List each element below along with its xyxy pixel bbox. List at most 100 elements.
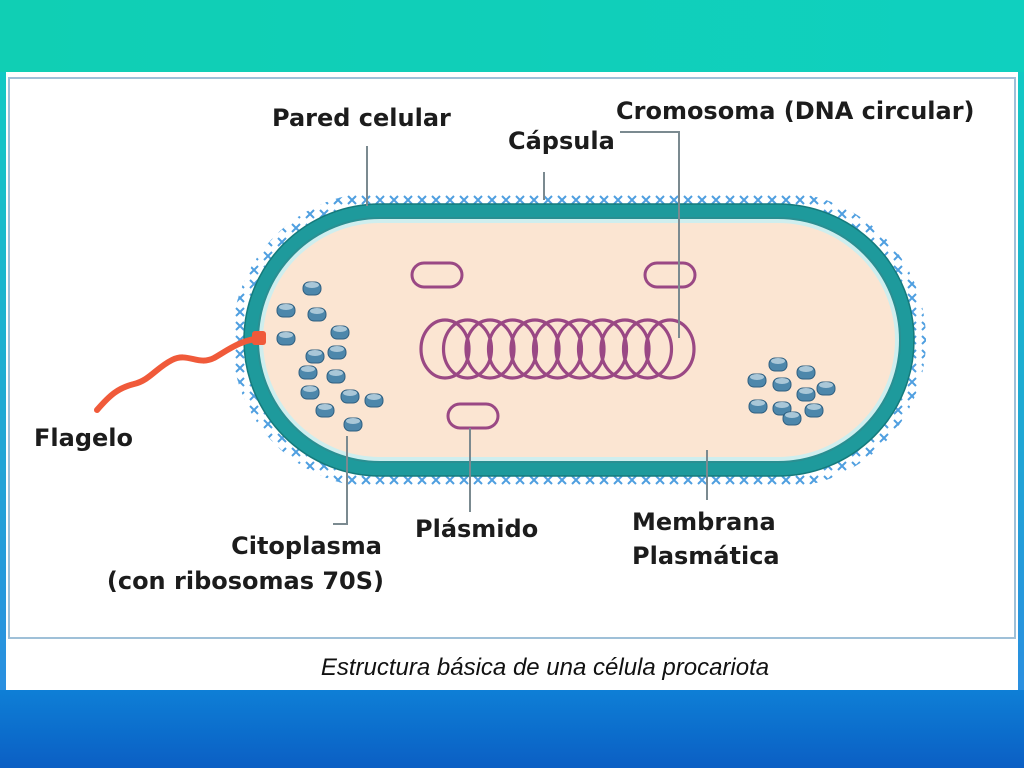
capsule-x-mark — [222, 182, 230, 190]
capsule-x-mark — [614, 182, 622, 190]
ribosome — [307, 307, 327, 322]
slide-footer-band — [0, 690, 1024, 768]
capsule-x-mark — [249, 461, 259, 471]
capsule-x-mark — [264, 490, 272, 498]
capsule-x-mark — [921, 279, 926, 289]
capsule-x-mark — [249, 433, 259, 443]
capsule-x-mark — [235, 279, 245, 289]
figure-caption: Estructura básica de una célula procario… — [320, 654, 770, 681]
capsule-x-mark — [417, 195, 427, 205]
capsule-x-mark — [222, 210, 230, 218]
capsule-x-mark — [249, 447, 259, 457]
capsule-x-mark — [502, 490, 510, 498]
capsule-x-mark — [893, 433, 903, 443]
capsule-x-mark — [795, 195, 805, 205]
capsule-x-mark — [222, 378, 230, 386]
capsule-x-mark — [558, 490, 566, 498]
capsule-x-mark — [249, 265, 259, 275]
capsule-x-mark — [712, 182, 720, 190]
capsule-x-mark — [683, 195, 693, 205]
capsule-x-mark — [642, 182, 650, 190]
capsule-x-mark — [249, 237, 259, 247]
capsule-x-mark — [222, 308, 230, 316]
ribosome — [305, 349, 325, 364]
capsule-x-mark — [921, 321, 926, 331]
capsule-x-mark — [305, 461, 315, 471]
capsule-x-mark — [278, 182, 286, 190]
capsule-x-mark — [263, 461, 273, 471]
capsule-x-mark — [235, 461, 245, 471]
capsule-x-mark — [796, 490, 804, 498]
capsule-x-mark — [418, 490, 426, 498]
capsule-x-mark — [740, 182, 748, 190]
capsule-x-mark — [740, 490, 748, 498]
capsule-x-mark — [852, 182, 860, 190]
capsule-x-mark — [865, 209, 875, 219]
capsule-x-mark — [235, 321, 245, 331]
capsule-x-mark — [641, 475, 651, 485]
capsule-x-mark — [628, 182, 636, 190]
capsule-x-mark — [754, 182, 762, 190]
capsule-x-mark — [459, 475, 469, 485]
leader-lines — [333, 131, 708, 525]
capsule-x-mark — [236, 490, 244, 498]
capsule-x-mark — [432, 182, 440, 190]
capsule-x-mark — [404, 182, 412, 190]
capsule-x-mark — [572, 490, 580, 498]
capsule-x-mark — [879, 209, 889, 219]
chromosome-coil — [486, 318, 539, 380]
capsule-x-mark — [264, 182, 272, 190]
capsule-x-mark — [922, 182, 930, 190]
capsule-x-mark — [922, 490, 930, 498]
capsule-x-mark — [921, 251, 926, 261]
capsule-x-mark — [516, 182, 524, 190]
capsule-x-mark — [865, 475, 875, 485]
capsule-x-mark — [488, 490, 496, 498]
capsule-x-mark — [502, 182, 510, 190]
chromosome-coil — [441, 318, 494, 380]
ribosome — [302, 281, 322, 296]
capsule-x-mark — [838, 182, 846, 190]
ribosome — [340, 389, 360, 404]
capsule-x-mark — [390, 182, 398, 190]
capsule-x-mark — [235, 433, 245, 443]
capsule-x-mark — [431, 195, 441, 205]
capsule-x-mark — [907, 433, 917, 443]
capsule-x-mark — [348, 490, 356, 498]
capsule-x-mark — [529, 195, 539, 205]
capsule-x-mark — [921, 223, 926, 233]
capsule-x-mark — [670, 490, 678, 498]
ribosome — [298, 365, 318, 380]
capsule-x-mark — [558, 182, 566, 190]
capsule-x-mark — [627, 195, 637, 205]
capsule-x-mark — [501, 475, 511, 485]
capsule-x-mark — [474, 182, 482, 190]
capsule-x-mark — [530, 182, 538, 190]
capsule-x-mark — [320, 182, 328, 190]
capsule-x-mark — [908, 182, 916, 190]
capsule-x-mark — [291, 195, 301, 205]
capsule-x-mark — [249, 405, 259, 415]
capsule-x-mark — [572, 182, 580, 190]
capsule-x-mark — [768, 490, 776, 498]
capsule-x-mark — [725, 475, 735, 485]
plasmid — [446, 402, 500, 430]
capsule-x-mark — [907, 405, 917, 415]
capsule-x-mark — [222, 448, 230, 456]
capsule-x-mark — [726, 490, 734, 498]
label-citoplasma: Citoplasma — [231, 532, 382, 560]
ribosome — [276, 303, 296, 318]
chromosome-coil — [554, 318, 606, 380]
capsule-x-mark — [824, 490, 832, 498]
capsule-x-mark — [782, 182, 790, 190]
capsule-x-mark — [641, 195, 651, 205]
capsule-x-mark — [236, 182, 244, 190]
capsule-x-mark — [249, 251, 259, 261]
capsule-x-mark — [865, 195, 875, 205]
capsule-x-mark — [921, 335, 926, 345]
capsule-x-mark — [865, 461, 875, 471]
capsule-x-mark — [627, 475, 637, 485]
capsule-x-mark — [222, 462, 230, 470]
capsule-x-mark — [305, 209, 315, 219]
chromosome-coil — [621, 318, 674, 380]
